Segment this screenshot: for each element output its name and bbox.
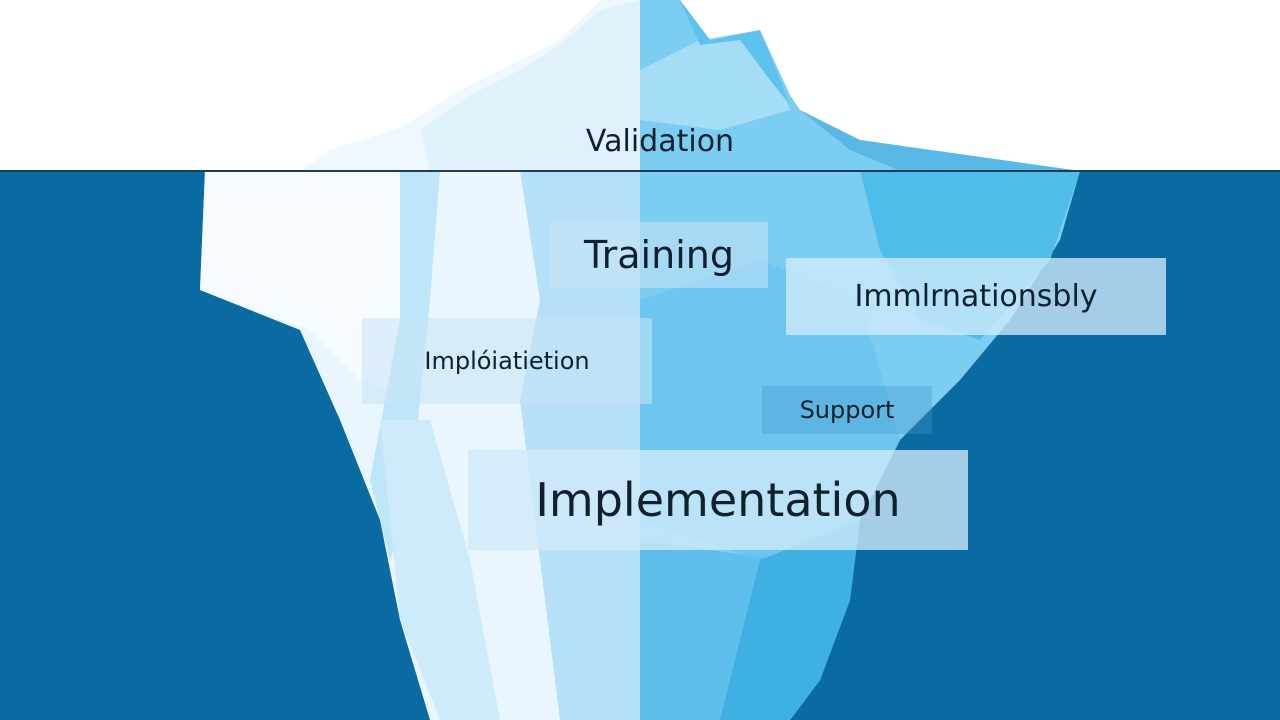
waterline (0, 170, 1280, 172)
iceberg-body-right-shadow (720, 520, 860, 720)
iceberg-tip-right-bright (680, 0, 790, 105)
iceberg-tip-left-shade (420, 0, 640, 171)
iceberg-body-center (520, 171, 640, 720)
iceberg-tip-far-right (800, 110, 1080, 171)
label-support: Support (762, 386, 932, 434)
iceberg-body-left-lower (380, 420, 500, 720)
label-validation: Validation (585, 123, 735, 159)
label-implementation: Implementation (468, 450, 968, 550)
label-garbled-left: Implóiatietion (362, 318, 652, 404)
label-training: Training (550, 222, 768, 288)
label-garbled-right: Immlrnationsbly (786, 258, 1166, 335)
